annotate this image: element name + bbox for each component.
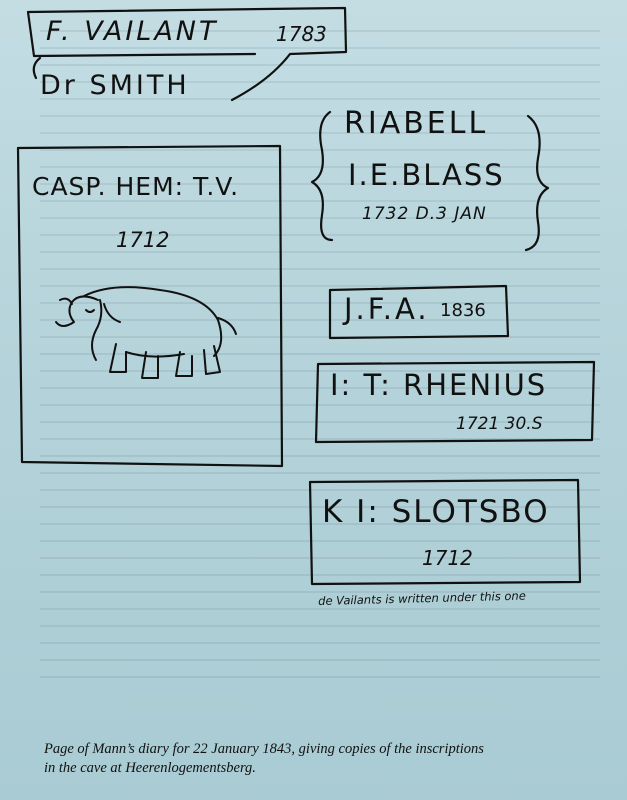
elephant-sketch [55,286,237,379]
caption-line-1: Page of Mann’s diary for 22 January 1843… [44,741,484,757]
caption-line-2: in the cave at Heerenlogementsberg. [44,760,256,776]
figure-caption: Page of Mann’s diary for 22 January 1843… [44,740,604,778]
inscription-rhenius-name: I: T: RHENIUS [330,368,548,402]
inscription-vailant-year: 1783 [276,22,327,46]
inscription-rhenius-date: 1721 30.S [456,414,543,434]
inscription-slotsbo-name: K I: SLOTSBO [322,494,550,530]
inscription-riabell: RIABELL [344,106,489,141]
inscription-vailant-name: F. VAILANT [46,16,219,47]
inscription-jfa-year: 1836 [440,300,486,321]
inscription-smith: Dr SMITH [40,70,190,101]
inscription-casp-year: 1712 [116,228,170,252]
inscription-blass: I.E.BLASS [348,158,505,192]
inscription-jfa-name: J.F.A. [344,292,430,326]
inscription-casp-name: CASP. HEM: T.V. [32,172,240,201]
inscription-slotsbo-year: 1712 [422,546,473,570]
inscription-blass-date: 1732 D.3 JAN [362,204,487,224]
